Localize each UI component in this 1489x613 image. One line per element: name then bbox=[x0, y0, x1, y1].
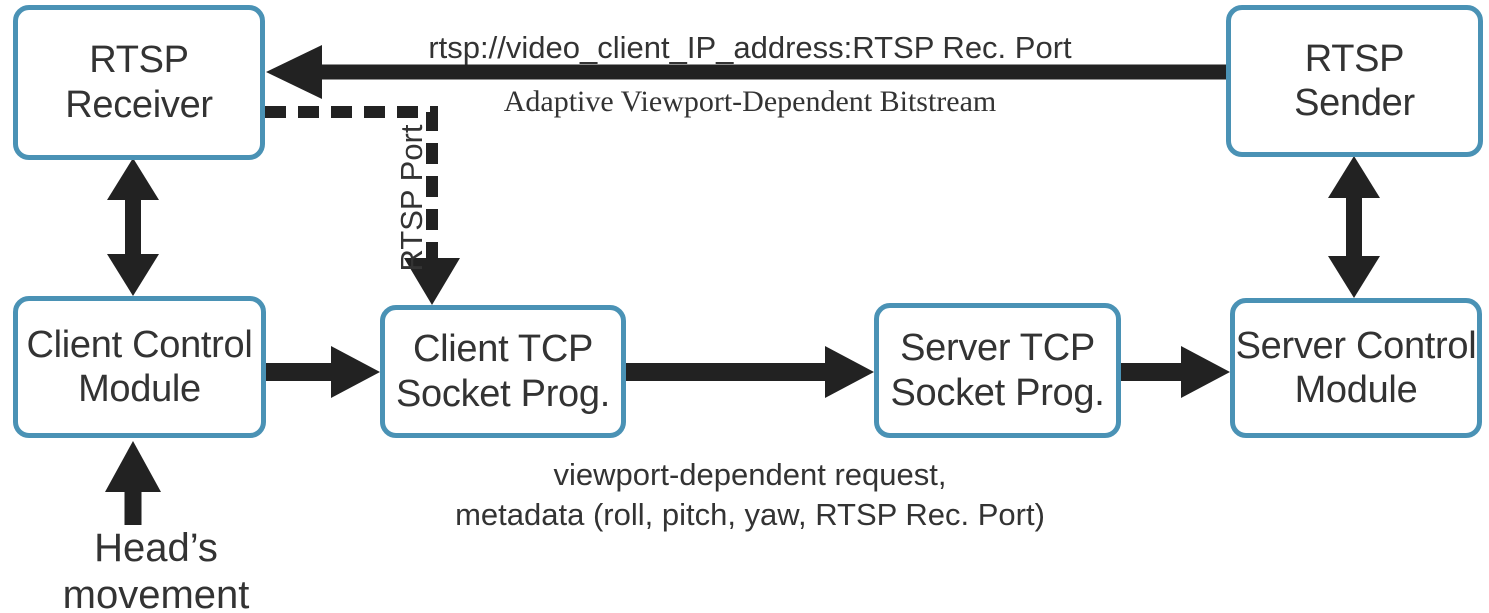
connector-client-tcp-to-server-tcp bbox=[626, 346, 874, 398]
node-client-control-module-label: Client Control Module bbox=[26, 323, 253, 410]
node-server-tcp-socket-label: Server TCP Socket Prog. bbox=[890, 327, 1105, 414]
node-rtsp-receiver[interactable]: RTSP Receiver bbox=[13, 5, 265, 160]
node-server-control-module-label: Server Control Module bbox=[1235, 324, 1477, 411]
node-server-tcp-socket[interactable]: Server TCP Socket Prog. bbox=[874, 303, 1121, 438]
connector-client-control-to-tcp bbox=[266, 346, 380, 398]
label-head-movement-detection: Head’s movement detection bbox=[62, 526, 250, 613]
connector-sender-to-receiver-stream bbox=[266, 45, 1226, 99]
connector-head-to-client-control bbox=[105, 441, 161, 525]
node-client-control-module[interactable]: Client Control Module bbox=[13, 296, 266, 438]
node-client-tcp-socket[interactable]: Client TCP Socket Prog. bbox=[380, 305, 626, 438]
label-adaptive-bitstream: Adaptive Viewport-Dependent Bitstream bbox=[503, 85, 997, 118]
label-rtsp-port: RTSP Port bbox=[394, 124, 429, 272]
node-rtsp-sender[interactable]: RTSP Sender bbox=[1226, 5, 1483, 157]
connector-server-tcp-to-control bbox=[1121, 346, 1230, 398]
connector-receiver-to-client-tcp bbox=[265, 106, 460, 305]
label-viewport-request-metadata: viewport-dependent request, metadata (ro… bbox=[455, 457, 1045, 532]
connector-receiver-client-control bbox=[107, 158, 159, 296]
node-server-control-module[interactable]: Server Control Module bbox=[1230, 298, 1482, 438]
node-rtsp-sender-label: RTSP Sender bbox=[1294, 37, 1415, 124]
connector-sender-server-control bbox=[1328, 156, 1380, 298]
node-client-tcp-socket-label: Client TCP Socket Prog. bbox=[396, 328, 610, 415]
node-rtsp-receiver-label: RTSP Receiver bbox=[65, 39, 213, 126]
label-rtsp-url: rtsp://video_client_IP_address:RTSP Rec.… bbox=[428, 30, 1072, 65]
